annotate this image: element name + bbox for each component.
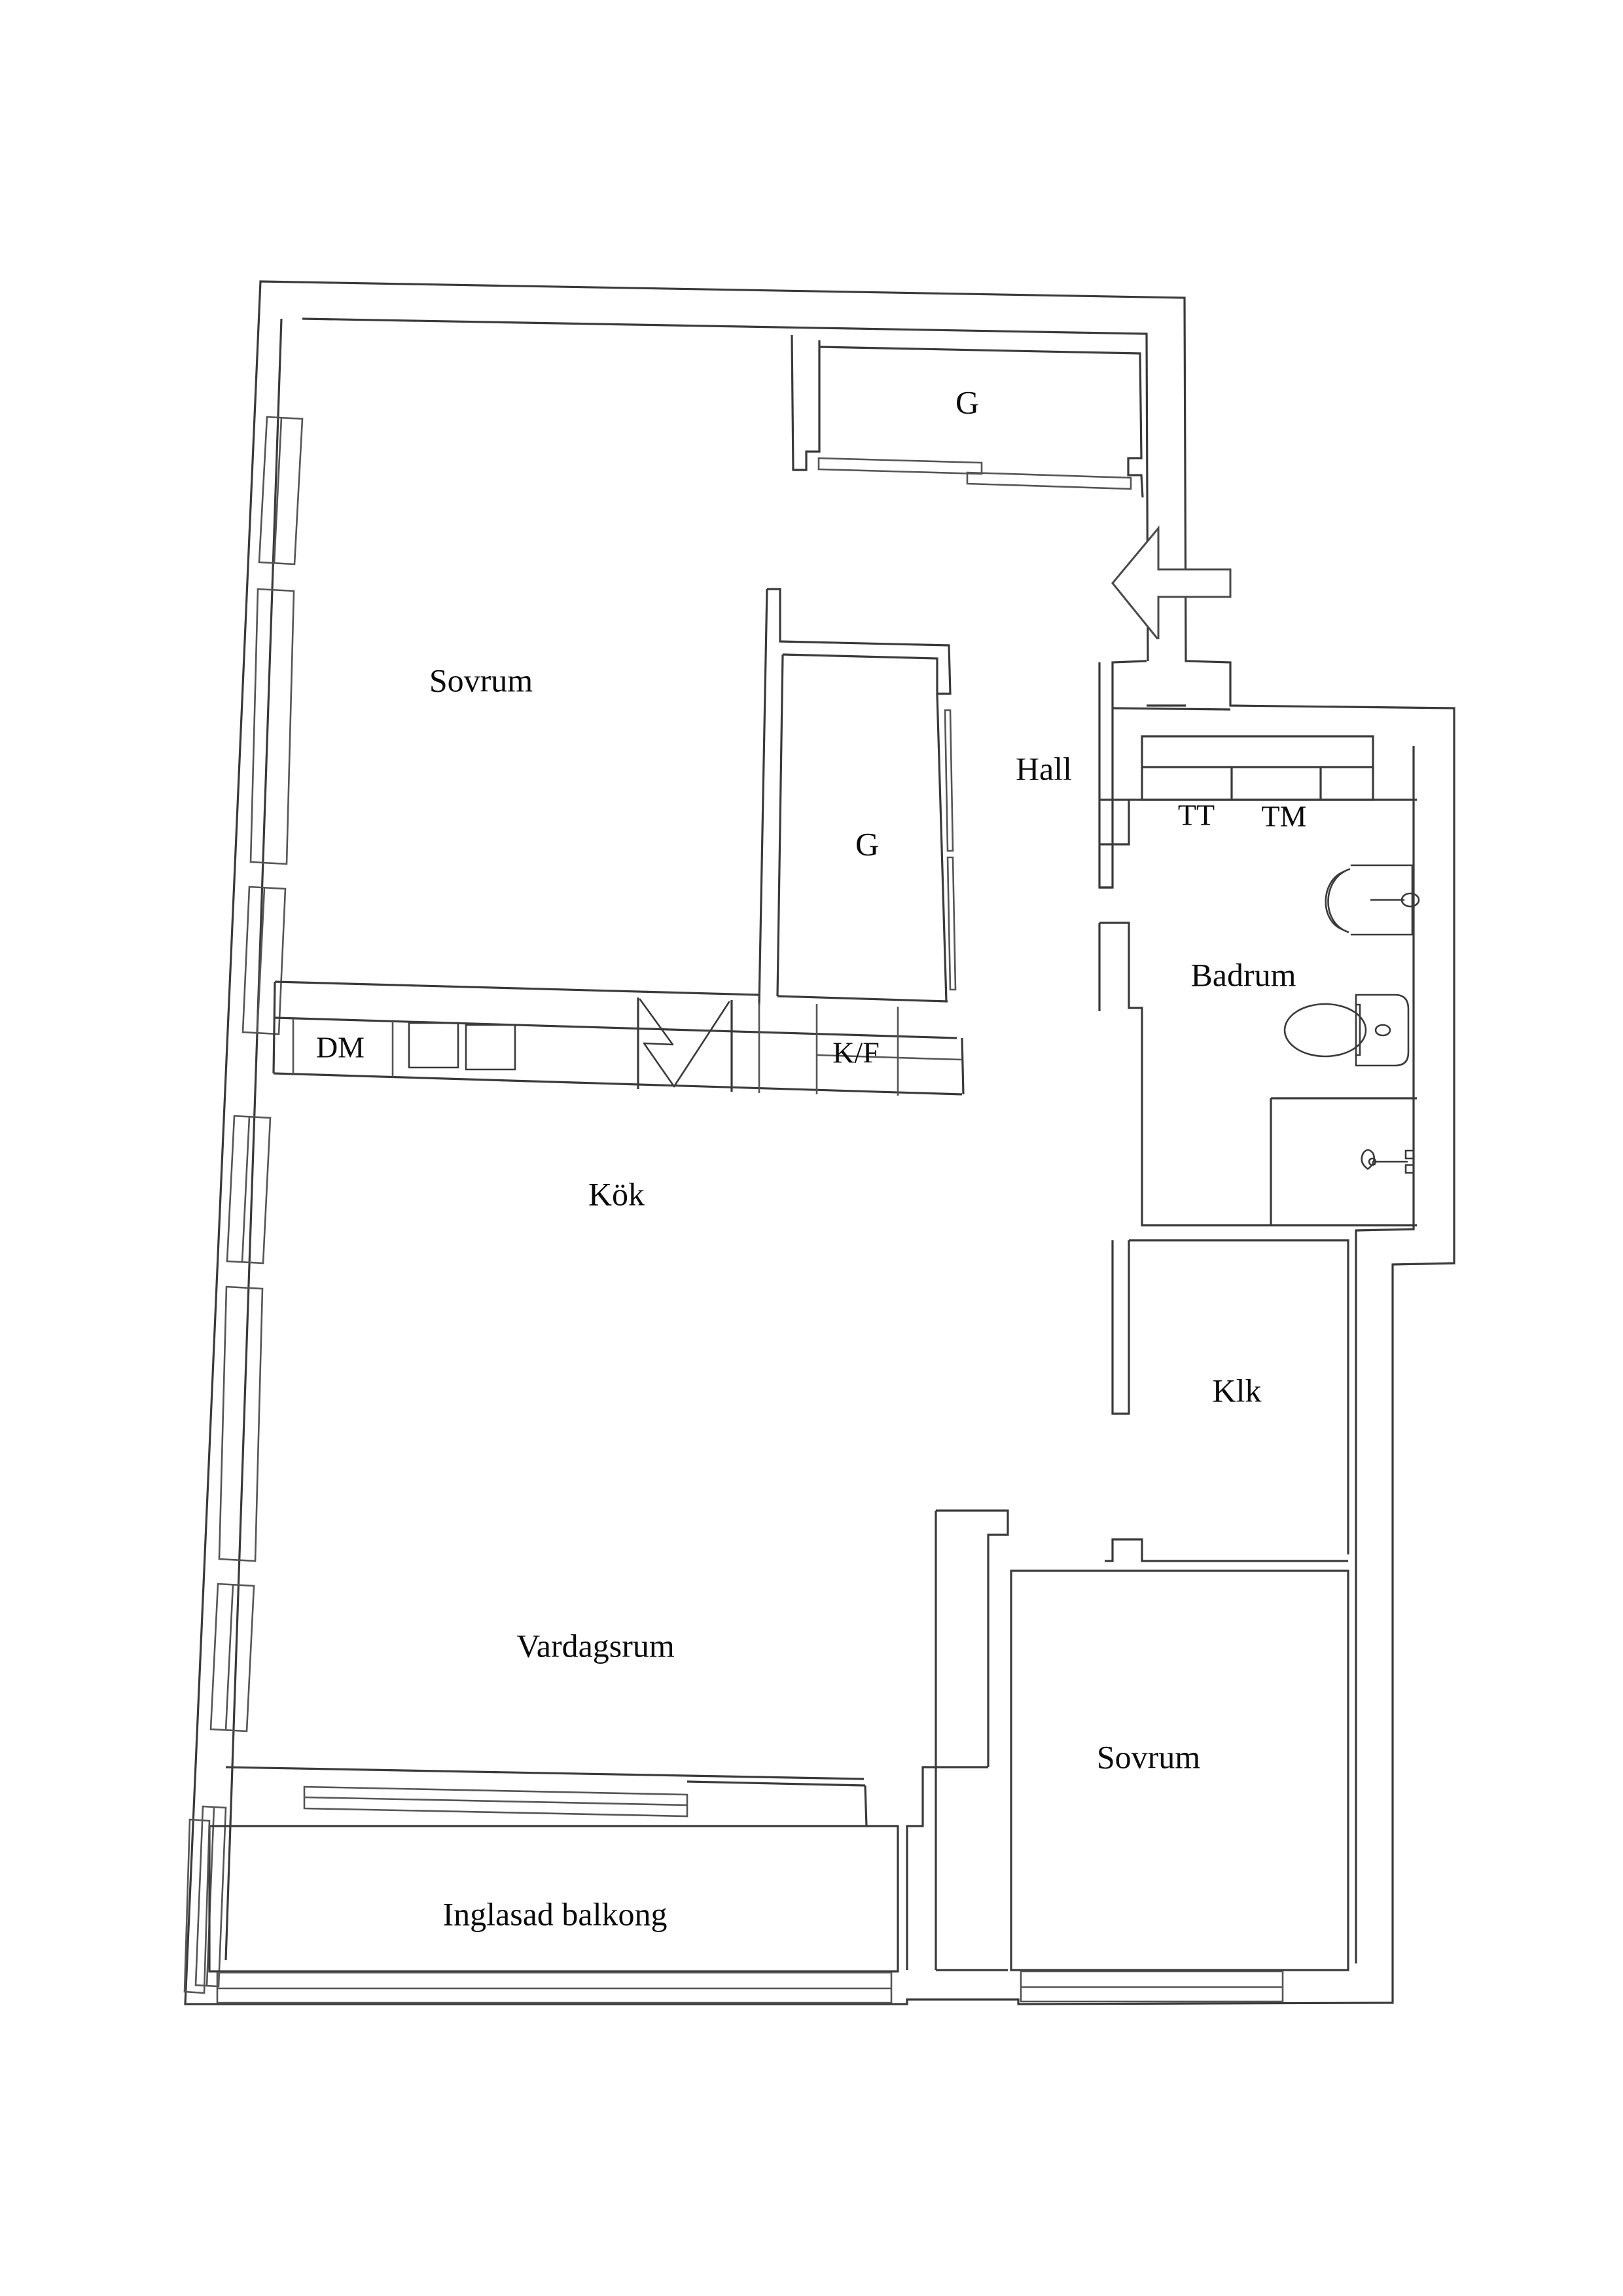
room-label-group: Sovrum G Hall G Badrum Kök Klk Vardagsru… xyxy=(429,384,1296,1932)
room-label-badrum: Badrum xyxy=(1190,956,1296,993)
outer-wall-envelope xyxy=(184,280,1455,2005)
kitchen-counter-run xyxy=(272,980,965,1096)
room-label-hall: Hall xyxy=(1016,750,1072,787)
outer-wall-inner-face xyxy=(224,317,1415,1964)
room-label-klk: Klk xyxy=(1213,1372,1262,1408)
closet-sliding-doors xyxy=(817,457,1132,490)
room-label-vardagsrum: Vardagsrum xyxy=(516,1627,675,1664)
room-wardrobe-top xyxy=(791,334,1144,498)
entrance-direction-arrow xyxy=(1111,525,1232,639)
shower-area xyxy=(1270,1097,1417,1225)
room-glazed-balcony xyxy=(183,1818,899,2004)
kitchen-sink xyxy=(408,1022,516,1071)
appliance-label-tumble-dryer: TT xyxy=(1178,798,1215,832)
toilet-icon xyxy=(1283,994,1410,1067)
sink-icon xyxy=(1325,864,1420,936)
window-group-west-wall xyxy=(194,416,304,1988)
room-bedroom-lower xyxy=(906,1509,1349,2003)
room-label-garderob-top: G xyxy=(955,384,979,420)
appliance-label-fridge-freezer: K/F xyxy=(832,1036,880,1069)
room-label-sovrum-upper: Sovrum xyxy=(429,662,533,698)
appliance-label-dishwasher: DM xyxy=(316,1031,365,1064)
shower-faucet-icon xyxy=(1361,1149,1415,1174)
room-walk-in-closet xyxy=(1105,1239,1349,1562)
room-label-kok: Kök xyxy=(588,1175,645,1212)
room-label-sovrum-lower: Sovrum xyxy=(1097,1738,1200,1775)
hall-walls xyxy=(1098,660,1231,889)
stove-zigzag-symbol xyxy=(637,997,733,1092)
room-label-garderob-middle: G xyxy=(855,825,879,862)
appliance-label-washing-machine: TM xyxy=(1262,800,1307,833)
room-wardrobe-middle xyxy=(758,588,957,1005)
room-label-inglasad-balkong: Inglasad balkong xyxy=(443,1895,668,1932)
appliance-label-group: DM K/F TT TM xyxy=(316,798,1307,1069)
room-bathroom xyxy=(1098,735,1420,1227)
living-room-balcony-opening xyxy=(225,1766,868,1827)
